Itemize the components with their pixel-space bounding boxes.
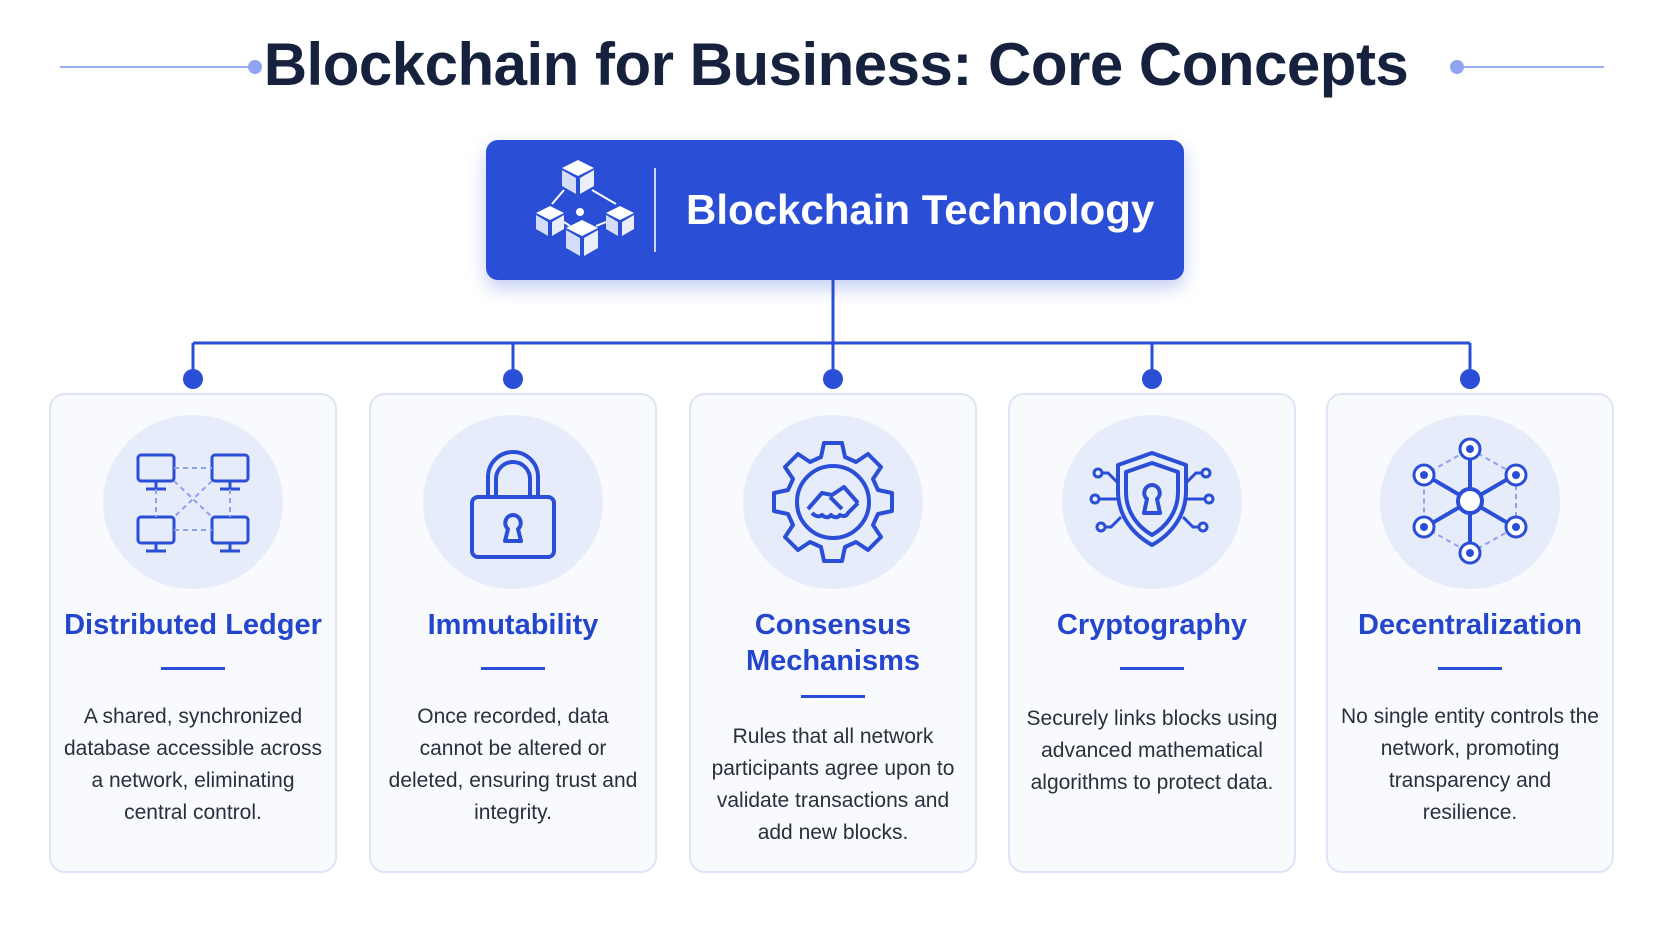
title-underline	[481, 667, 545, 670]
title-decor-dot-left	[248, 60, 262, 74]
network-computers-icon	[136, 453, 250, 553]
connector-dot-2	[503, 369, 523, 389]
page-title: Blockchain for Business: Core Concepts	[263, 31, 1409, 98]
title-underline	[161, 667, 225, 670]
concept-description: Securely links blocks using advanced mat…	[1026, 707, 1278, 794]
icon-circle	[1062, 415, 1242, 589]
concept-description: No single entity controls the network, p…	[1341, 705, 1599, 824]
connector-dot-3	[823, 369, 843, 389]
icon-circle	[103, 415, 283, 589]
handshake-gear-icon	[772, 441, 894, 563]
title-decor-line-left	[60, 66, 250, 68]
title-underline	[801, 695, 865, 698]
concept-card-decentralization: Decentralization No single entity contro…	[1326, 393, 1614, 873]
concept-card-consensus-mechanisms: Consensus Mechanisms Rules that all netw…	[689, 393, 977, 873]
concept-card-distributed-ledger: Distributed Ledger A shared, synchronize…	[49, 393, 337, 873]
concept-title: Cryptography	[1056, 609, 1248, 641]
padlock-icon	[470, 450, 556, 559]
concept-title: Immutability	[427, 609, 599, 641]
icon-circle	[1380, 415, 1560, 589]
concept-title: Consensus Mechanisms	[745, 609, 921, 677]
icon-circle	[743, 415, 923, 589]
connector-dot-1	[183, 369, 203, 389]
central-node: Blockchain Technology	[486, 140, 1184, 280]
title-underline	[1438, 667, 1502, 670]
icon-circle	[423, 415, 603, 589]
concept-card-immutability: Immutability Once recorded, data cannot …	[369, 393, 657, 873]
title-decor-line-right	[1464, 66, 1604, 68]
title-decor-dot-right	[1450, 60, 1464, 74]
concept-description: A shared, synchronized database accessib…	[64, 705, 322, 824]
concept-title: Decentralization	[1358, 609, 1582, 641]
hub-nodes-icon	[1412, 437, 1528, 565]
shield-keyhole-icon	[1089, 451, 1215, 547]
connector-dot-5	[1460, 369, 1480, 389]
concept-description: Once recorded, data cannot be altered or…	[388, 705, 638, 824]
central-divider	[654, 168, 656, 252]
concept-title: Distributed Ledger	[64, 609, 322, 641]
connector-dot-4	[1142, 369, 1162, 389]
concept-description: Rules that all network participants agre…	[711, 725, 955, 844]
central-node-label: Blockchain Technology	[686, 186, 1155, 233]
title-underline	[1120, 667, 1184, 670]
blocks-network-icon	[536, 160, 634, 256]
title-row: Blockchain for Business: Core Concepts	[0, 22, 1672, 108]
concept-card-cryptography: Cryptography Securely links blocks using…	[1008, 393, 1296, 873]
